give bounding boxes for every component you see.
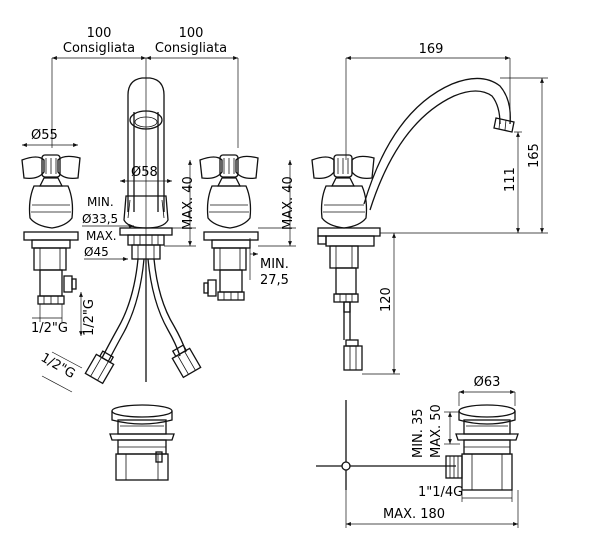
faucet-side bbox=[311, 77, 515, 371]
centre-distance-dimensions bbox=[51, 56, 239, 148]
dim-100-right: 100 bbox=[179, 26, 204, 41]
front-view: 100 Consigliata 100 Consigliata Ø55 bbox=[21, 26, 296, 481]
side-view: 169 165 111 120 bbox=[311, 42, 548, 528]
dim-side-height-165: 165 bbox=[527, 143, 542, 168]
dim-consigliata-left: Consigliata bbox=[63, 41, 135, 56]
dim-min-27-label: MIN. bbox=[260, 257, 289, 272]
dim-spout-diameter: Ø58 bbox=[131, 165, 158, 180]
waste-side bbox=[316, 400, 519, 491]
dim-side-height-111: 111 bbox=[503, 167, 518, 192]
right-valve-front bbox=[199, 154, 259, 301]
left-valve-front bbox=[21, 154, 81, 305]
spout-front bbox=[119, 72, 173, 382]
dim-waste-diameter: Ø63 bbox=[474, 375, 501, 390]
dim-max-diameter: Ø45 bbox=[84, 245, 109, 259]
waste-front bbox=[109, 404, 175, 481]
dim-min-diameter: Ø33,5 bbox=[82, 212, 118, 226]
dim-max-40-b: MAX. 40 bbox=[281, 176, 296, 230]
dim-side-reach: 169 bbox=[419, 42, 444, 57]
dim-waste-min: MIN. 35 bbox=[411, 408, 426, 458]
dim-thread-half-a: 1/2"G bbox=[31, 321, 68, 336]
dim-max-label: MAX. bbox=[86, 229, 117, 243]
dim-max-40-a: MAX. 40 bbox=[181, 176, 196, 230]
dim-handle-diameter: Ø55 bbox=[31, 128, 58, 143]
dim-thread-half-b: 1/2"G bbox=[82, 299, 97, 336]
dim-waste-max-180: MAX. 180 bbox=[383, 507, 445, 522]
dim-waste-thread: 1"1/4G bbox=[418, 485, 463, 500]
dim-100-left: 100 bbox=[87, 26, 112, 41]
dim-min-label: MIN. bbox=[87, 195, 114, 209]
dim-consigliata-right: Consigliata bbox=[155, 41, 227, 56]
dim-side-depth-120: 120 bbox=[379, 287, 394, 312]
flexible-hoses bbox=[84, 258, 202, 385]
dim-waste-max: MAX. 50 bbox=[429, 404, 444, 458]
dim-min-27-value: 27,5 bbox=[260, 273, 289, 288]
